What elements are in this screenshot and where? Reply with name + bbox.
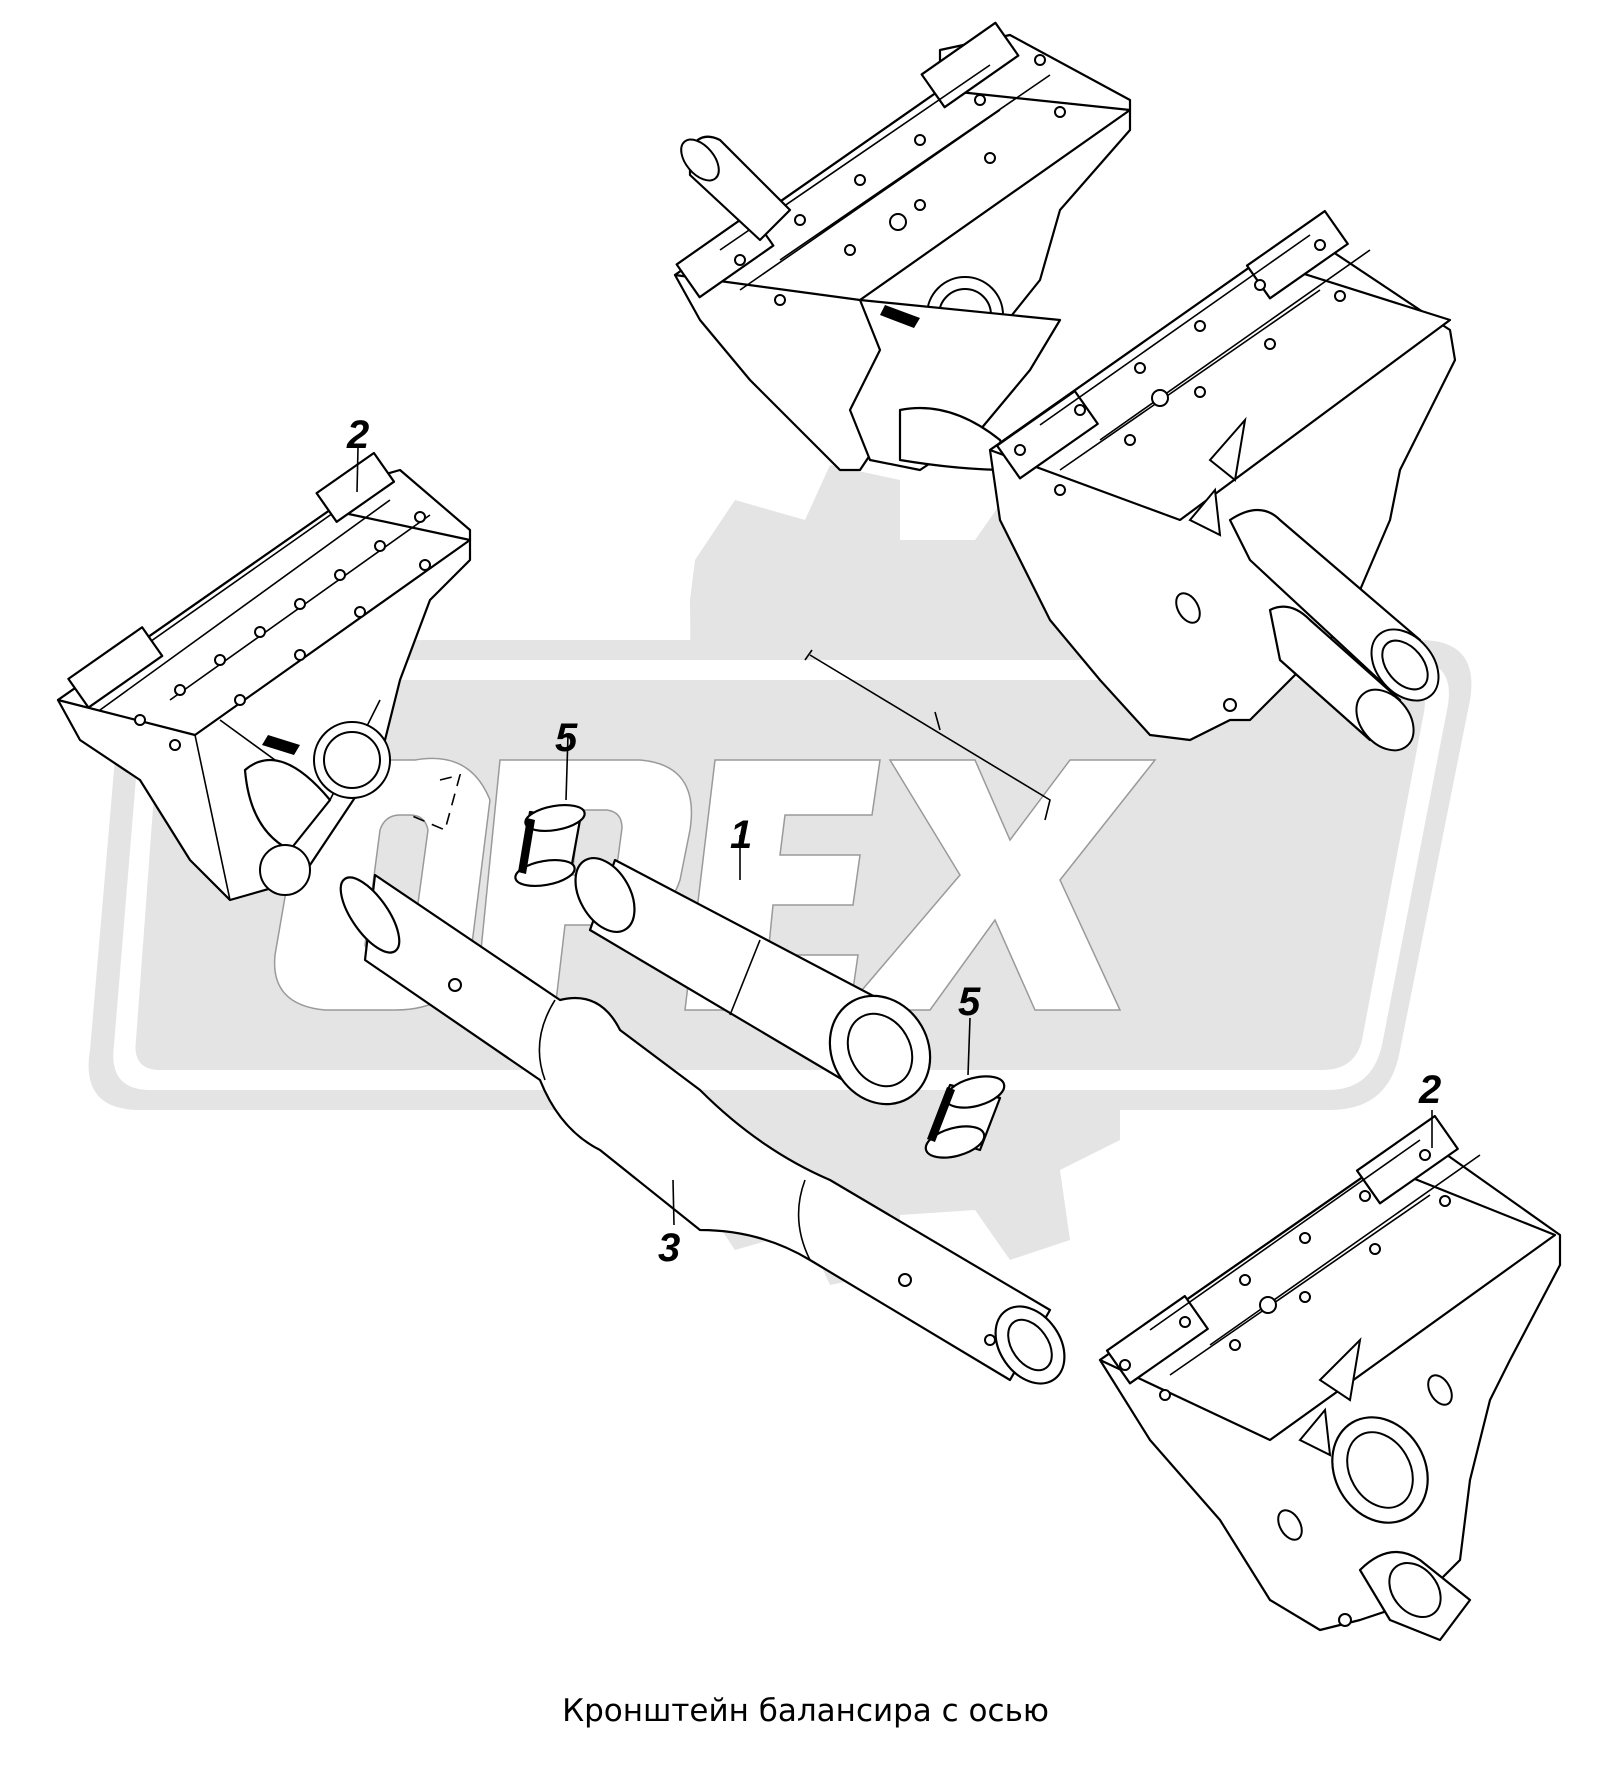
- callout-2-right: 2: [1419, 1068, 1442, 1112]
- callout-5-upper: 5: [555, 716, 578, 760]
- bracket-right: [1098, 1114, 1562, 1642]
- assembly-top: [673, 21, 1457, 752]
- axle-pin: [574, 835, 932, 1106]
- bushing-5-upper: [409, 734, 586, 888]
- axle: [339, 873, 1066, 1385]
- stud-rod: [804, 649, 1051, 821]
- diagram-caption: Кронштейн балансира с осью: [562, 1693, 1049, 1729]
- bracket-left: [56, 451, 472, 902]
- callout-1: 1: [730, 813, 753, 857]
- callout-2-left: 2: [347, 413, 370, 457]
- callout-3: 3: [658, 1226, 681, 1270]
- callout-5-lower: 5: [958, 980, 981, 1024]
- leader-2a: [356, 447, 359, 493]
- bushing-5-lower: [924, 1017, 1006, 1159]
